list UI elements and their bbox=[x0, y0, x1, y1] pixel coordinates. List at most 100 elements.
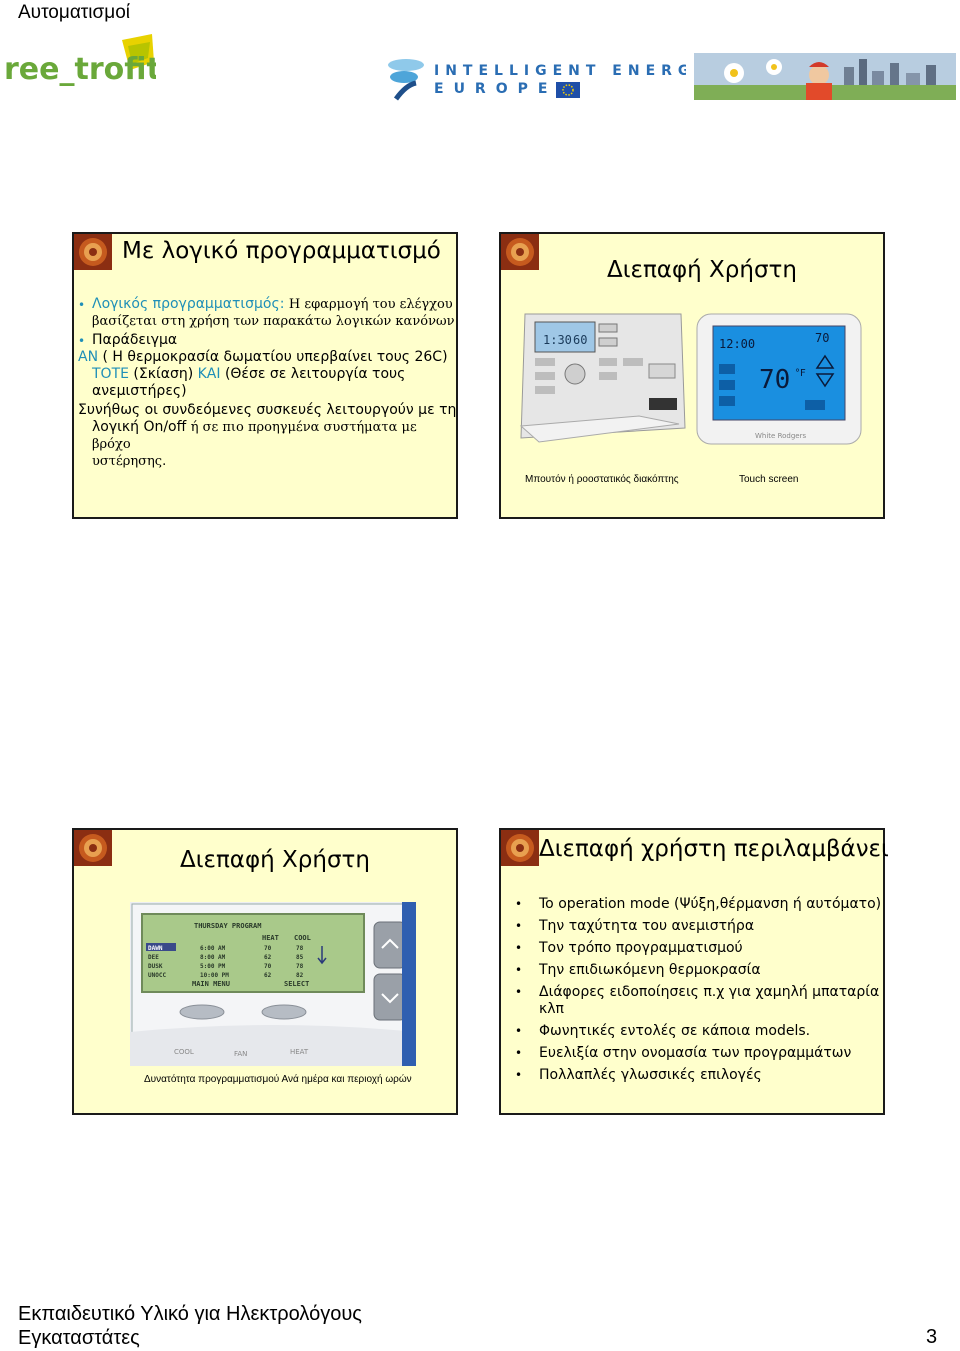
slide-body: • Λογικός προγραμματισμός: Η εφαρμογή το… bbox=[78, 296, 457, 469]
lcd-temp: 60 bbox=[573, 333, 587, 347]
touch-screen-thermostat-image: 12:00 70 70 °F White Rodgers bbox=[696, 313, 862, 445]
lcd-row-heat: 62 bbox=[264, 954, 272, 961]
lcd-row-heat: 70 bbox=[264, 963, 272, 970]
touch-lcd-time: 12:00 bbox=[719, 337, 755, 351]
label-heat: HEAT bbox=[290, 1048, 309, 1056]
chevron-down-icon bbox=[381, 993, 399, 1004]
chevron-up-icon bbox=[381, 938, 399, 949]
label-cool: COOL bbox=[174, 1048, 194, 1056]
action-text: (Σκίαση) bbox=[128, 366, 198, 382]
list-item: • Την επιδιωκόμενη θερμοκρασία bbox=[515, 962, 885, 979]
lcd-arrow-icon bbox=[317, 946, 327, 965]
lcd-time: 1:30 bbox=[543, 333, 572, 347]
bullet-icon: • bbox=[515, 897, 523, 911]
down-button[interactable] bbox=[373, 973, 407, 1021]
footer-line-1: Εκπαιδευτικό Υλικό για Ηλεκτρολόγους bbox=[18, 1303, 362, 1325]
slide-user-interface-1: Διεπαφή Χρήστη 1:30 60 12:00 70 70 °F Wh… bbox=[499, 232, 885, 519]
list-item-text: Ευελιξία στην ονομασία των προγραμμάτων bbox=[539, 1045, 852, 1061]
footer: Εκπαιδευτικό Υλικό για Ηλεκτρολόγους Εγκ… bbox=[18, 1302, 362, 1350]
button-thermostat-image: 1:30 60 bbox=[519, 313, 686, 443]
usually-text-2: λογική On/off bbox=[92, 419, 191, 435]
lcd-row-time: 10:00 PM bbox=[200, 972, 229, 979]
lcd-row-heat: 70 bbox=[264, 945, 272, 952]
program-name-bottom: EUROPE bbox=[434, 81, 557, 97]
lcd-row-cool: 78 bbox=[296, 963, 304, 970]
lcd-row-name: DUSK bbox=[148, 963, 163, 970]
seal-icon bbox=[501, 234, 539, 270]
lcd-row-name: UNOCC bbox=[148, 972, 166, 979]
logo-text: ree_trofit bbox=[4, 52, 156, 87]
up-button[interactable] bbox=[373, 921, 407, 969]
down-arrow-icon bbox=[815, 373, 835, 388]
list-item-text: To operation mode (Ψύξη,θέρμανση ή αυτόμ… bbox=[539, 896, 882, 912]
seal-icon bbox=[74, 830, 112, 866]
condition-text: ( Η θερμοκρασία δωματίου υπερβαίνει τους… bbox=[98, 349, 448, 365]
header-banner-photo bbox=[694, 53, 956, 100]
slide-title: Διεπαφή χρήστη περιλαμβάνει bbox=[539, 836, 889, 862]
lcd-row-cool: 82 bbox=[296, 972, 304, 979]
programmable-thermostat-image: THURSDAY PROGRAM HEAT COOL DAWN 6:00 AM 70… bbox=[130, 902, 416, 1066]
list-item-text: Την ταχύτητα του ανεμιστήρα bbox=[539, 918, 755, 934]
keyword-tote: ΤΟΤΕ bbox=[92, 366, 129, 382]
bullet-icon: • bbox=[515, 1068, 523, 1082]
bullet-icon: • bbox=[515, 941, 523, 955]
list-item: • To operation mode (Ψύξη,θέρμανση ή αυτό… bbox=[515, 896, 885, 913]
touch-lcd-unit: °F bbox=[795, 368, 806, 379]
main-menu-button[interactable] bbox=[179, 1004, 225, 1020]
eu-flag-icon bbox=[556, 82, 580, 98]
usually-text-4: υστέρησης. bbox=[92, 454, 167, 469]
lcd-main-menu: MAIN MENU bbox=[192, 980, 230, 988]
slide-user-interface-2: Διεπαφή Χρήστη THURSDAY PROGRAM HEAT COO… bbox=[72, 828, 458, 1115]
ree-trofit-logo: ree_trofit bbox=[4, 34, 156, 87]
lcd-col-heat: HEAT bbox=[262, 934, 279, 942]
bullet-icon: • bbox=[515, 1024, 523, 1038]
action-text-2: (Θέσε σε λειτουργία τους bbox=[220, 366, 406, 382]
bullet-text: Η εφαρμογή του ελέγχου bbox=[288, 297, 453, 312]
lcd-header: THURSDAY PROGRAM bbox=[194, 922, 261, 930]
select-button[interactable] bbox=[261, 1004, 307, 1020]
bullet-label: Λογικός προγραμματισμός: bbox=[92, 296, 285, 312]
slide-title: Διεπαφή Χρήστη bbox=[180, 847, 370, 873]
footer-line-2: Εγκαταστάτες bbox=[18, 1327, 140, 1349]
lcd-row-cool: 85 bbox=[296, 954, 304, 961]
keyword-kai: ΚΑΙ bbox=[197, 366, 221, 382]
bullet-icon: • bbox=[515, 1046, 523, 1060]
label-fan: FAN bbox=[234, 1050, 247, 1058]
seal-icon bbox=[74, 234, 112, 270]
action-text-3: ανεμιστήρες) bbox=[92, 383, 187, 399]
lcd-col-cool: COOL bbox=[294, 934, 311, 942]
list-item: • Φωνητικές εντολές σε κάποια models. bbox=[515, 1023, 885, 1040]
program-name-top: INTELLIGENT ENERGY bbox=[434, 63, 686, 79]
lcd-select: SELECT bbox=[284, 980, 309, 988]
list-item: • Διάφορες ειδοποίησεις π.χ για χαμηλή μπ… bbox=[515, 984, 885, 1018]
bullet-icon: • bbox=[515, 985, 523, 999]
list-item: • Πολλαπλές γλωσσικές επιλογές bbox=[515, 1067, 885, 1084]
lcd-row-time: 8:00 AM bbox=[200, 954, 226, 961]
list-item: • Τον τρόπο προγραμματισμού bbox=[515, 940, 885, 957]
touch-lcd-setat: 70 bbox=[815, 331, 829, 345]
keyword-an: ΑΝ bbox=[78, 349, 99, 365]
document-category: Αυτοματισμοί bbox=[18, 2, 130, 23]
caption-button: Μπουτόν ή ροοστατικός διακόπτης bbox=[525, 474, 679, 485]
bullet-example: Παράδειγμα bbox=[92, 332, 178, 348]
list-item-text: Διάφορες ειδοποίησεις π.χ για χαμηλή μπα… bbox=[539, 984, 880, 1017]
up-arrow-icon bbox=[815, 354, 835, 369]
usually-text: Συνήθως οι συνδεόμενες συσκευές λειτουργ… bbox=[78, 402, 457, 418]
brand-label: White Rodgers bbox=[755, 432, 806, 440]
page-number: 3 bbox=[926, 1326, 938, 1348]
lcd-row-cool: 78 bbox=[296, 945, 304, 952]
list-item-text: Φωνητικές εντολές σε κάποια models. bbox=[539, 1023, 811, 1039]
lcd-row-time: 6:00 AM bbox=[200, 945, 226, 952]
bullet-icon: • bbox=[515, 919, 523, 933]
slide-title: Με λογικό προγραμματισμό bbox=[122, 238, 441, 264]
lcd-row-name: DAWN bbox=[148, 945, 163, 952]
caption-programming: Δυνατότητα προγραμματισμού Ανά ημέρα και… bbox=[144, 1074, 412, 1085]
intelligent-energy-europe-logo: INTELLIGENT ENERGY EUROPE bbox=[388, 59, 686, 101]
caption-touch: Touch screen bbox=[739, 474, 799, 485]
slide-logical-programming: Με λογικό προγραμματισμό • Λογικός προγρ… bbox=[72, 232, 458, 519]
list-item-text: Τον τρόπο προγραμματισμού bbox=[539, 940, 743, 956]
list-item-text: Πολλαπλές γλωσσικές επιλογές bbox=[539, 1067, 762, 1083]
list-item-text: Την επιδιωκόμενη θερμοκρασία bbox=[539, 962, 761, 978]
list-item: • Ευελιξία στην ονομασία των προγραμμάτων bbox=[515, 1045, 885, 1062]
bullet-icon: • bbox=[515, 963, 523, 977]
